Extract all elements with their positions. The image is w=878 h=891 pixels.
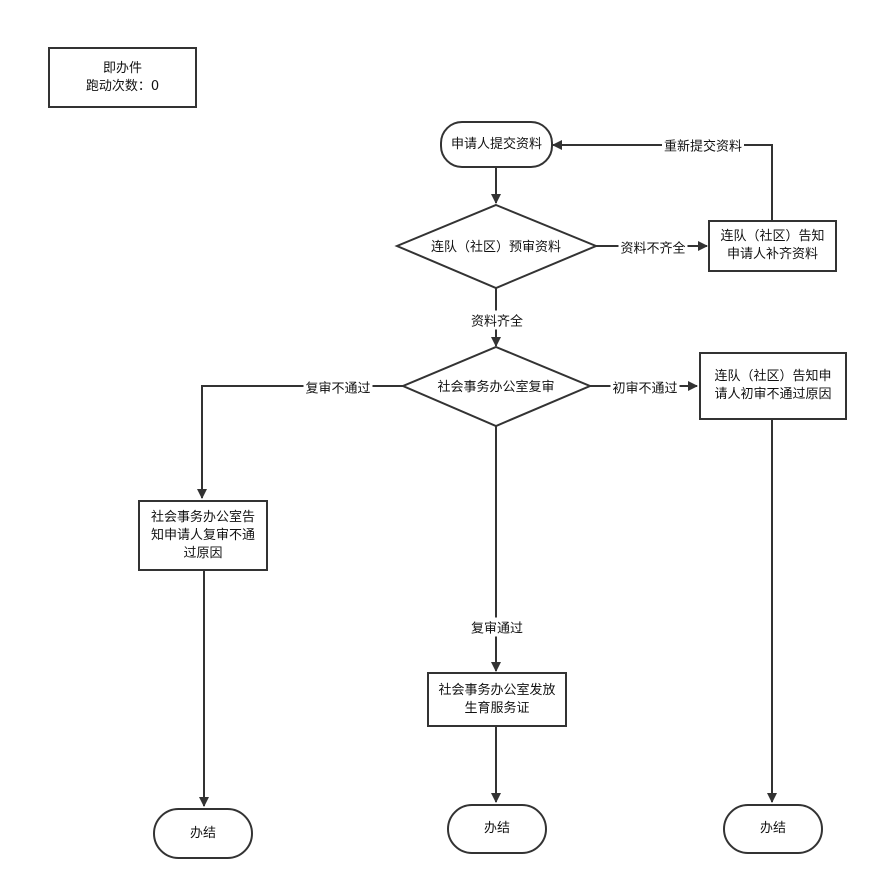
edge-label-review-pass: 复审通过 [468,617,526,637]
end-mid-label: 办结 [483,821,510,836]
notify-initial-fail-node: 连队（社区）告知申 请人初审不通过原因 [699,352,847,420]
edge-label-resubmit: 重新提交资料 [661,135,745,155]
office-notify-fail-line1: 社会事务办公室告 [150,509,255,525]
notify-supplement-line1: 连队（社区）告知 [720,229,825,244]
precheck-diamond [394,203,599,290]
start-node: 申请人提交资料 [440,121,553,168]
issue-cert-line2: 生育服务证 [464,700,530,716]
end-left-label: 办结 [189,825,216,841]
info-title: 即办件 [102,60,142,76]
start-label: 申请人提交资料 [450,136,542,152]
review-diamond [400,345,593,428]
end-node-right: 办结 [723,804,823,854]
edge-label-incomplete: 资料不齐全 [618,237,688,257]
edge-resubmit [552,140,773,220]
info-visits: 跑动次数：0 [85,78,160,94]
edge-review-fail-left [197,385,403,499]
notify-supplement-line2: 申请人补齐资料 [726,247,818,262]
office-notify-fail-line2: 知申请人复审不通 [150,527,255,543]
end-node-mid: 办结 [447,804,547,854]
edge-label-complete: 资料齐全 [468,310,526,330]
notify-initial-fail-line2: 请人初审不通过原因 [714,387,832,402]
precheck-label: 连队（社区）预审资料 [431,239,561,255]
edge-label-review-fail: 复审不通过 [303,377,373,397]
end-node-left: 办结 [153,808,253,859]
edge-label-initial-fail: 初审不通过 [610,377,680,397]
office-notify-fail-line3: 过原因 [183,545,223,561]
issue-cert-line1: 社会事务办公室发放 [438,682,556,698]
notify-initial-fail-line1: 连队（社区）告知申 [714,369,832,384]
review-label: 社会事务办公室复审 [437,379,554,395]
info-box: 即办件 跑动次数：0 [48,47,197,108]
notify-supplement-node: 连队（社区）告知 申请人补齐资料 [708,220,837,272]
end-right-label: 办结 [759,821,786,836]
issue-cert-node: 社会事务办公室发放 生育服务证 [427,672,567,727]
office-notify-fail-node: 社会事务办公室告 知申请人复审不通 过原因 [138,500,268,571]
